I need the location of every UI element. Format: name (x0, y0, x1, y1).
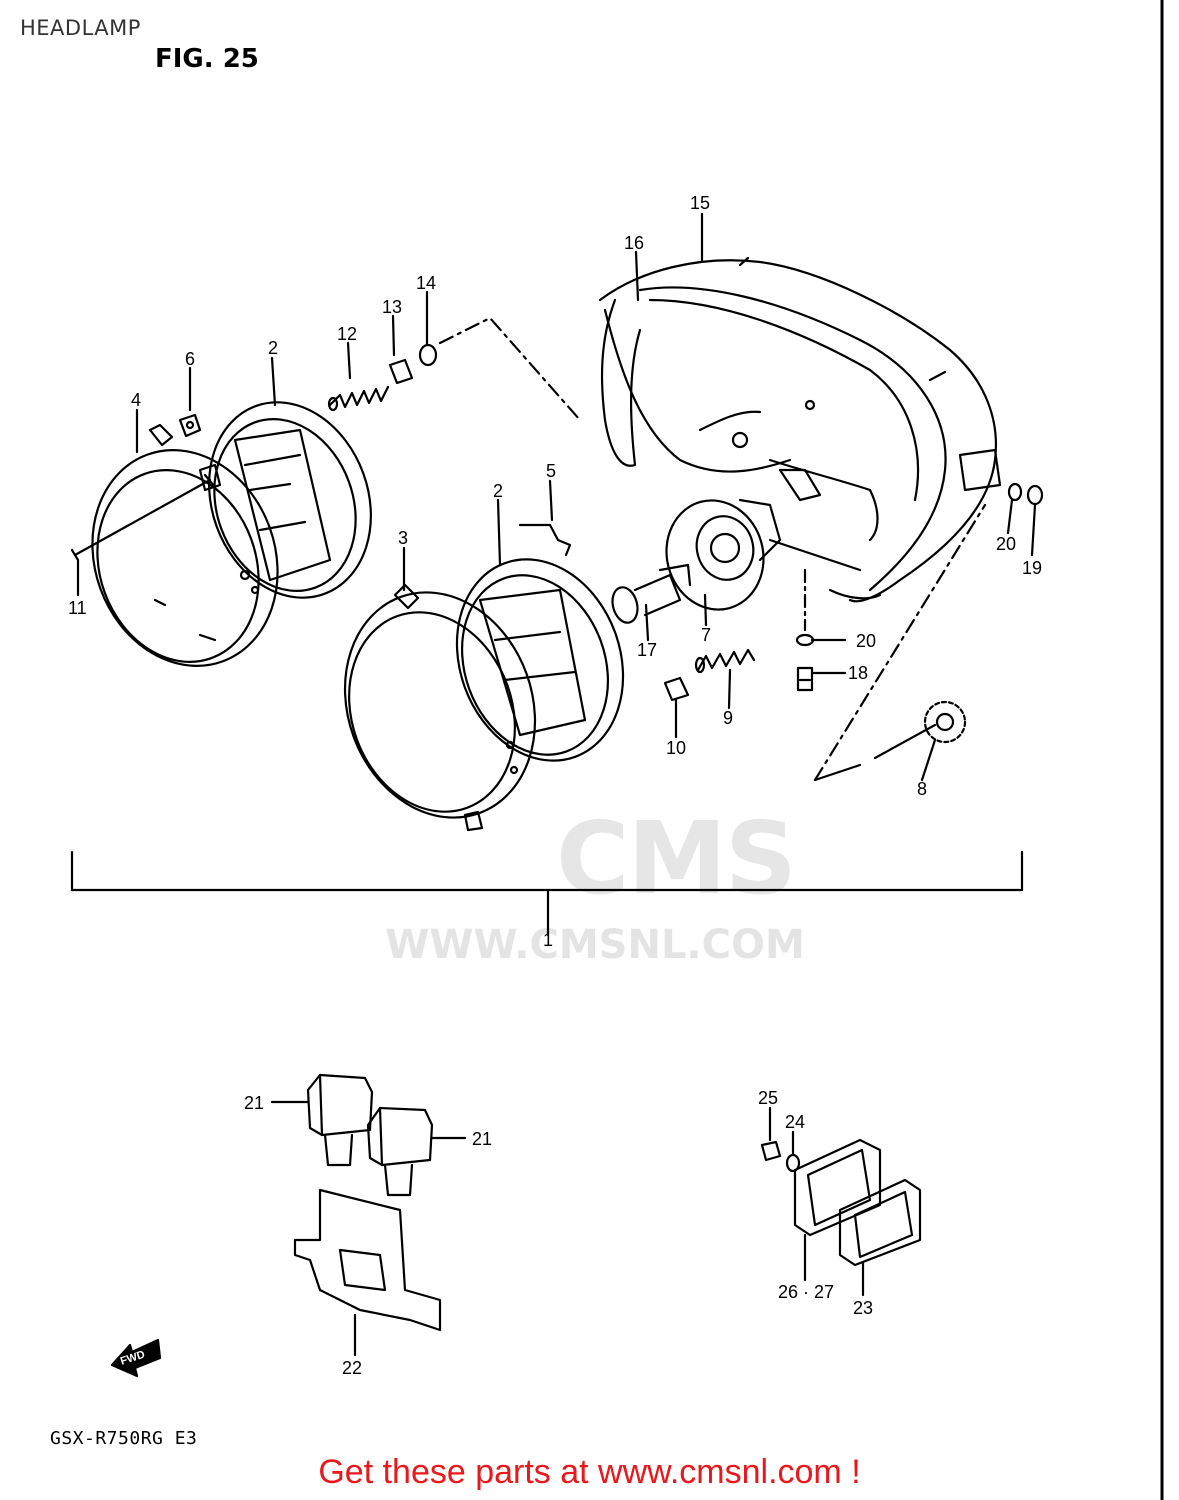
relay-lower (366, 1106, 434, 1197)
washer-right (1007, 482, 1023, 502)
page-heading: HEADLAMP (20, 16, 141, 40)
assembly-bracket (70, 850, 1024, 937)
callout-24: 24 (785, 1112, 805, 1132)
screw-19 (1026, 484, 1044, 506)
callout-11: 11 (68, 598, 87, 618)
relay-upper (306, 1073, 374, 1167)
adjuster-nut-upper (388, 358, 414, 385)
callout-13: 13 (382, 297, 402, 317)
callout-14: 14 (416, 273, 436, 293)
callout-8: 8 (917, 779, 927, 799)
figure-label: FIG. 25 (155, 44, 259, 74)
callout-9: 9 (723, 708, 733, 728)
reflector-gasket (793, 1138, 882, 1237)
headlamp-rim-rear (91, 423, 279, 667)
footer-link[interactable]: Get these parts at www.cmsnl.com ! (318, 1453, 861, 1491)
model-code: GSX-R750RG E3 (50, 1428, 198, 1449)
rim-screw (70, 473, 217, 562)
leader-line-upper (438, 316, 582, 422)
callout-6: 6 (185, 349, 195, 369)
callout-20-lower: 20 (856, 631, 876, 651)
relay-bracket (293, 1188, 442, 1357)
rim-nut (178, 413, 202, 438)
callout-19: 19 (1022, 558, 1042, 578)
headlamp-lens-rear (208, 401, 372, 599)
callout-21-upper: 21 (244, 1093, 264, 1113)
callout-23: 23 (853, 1298, 873, 1318)
callout-22: 22 (342, 1358, 362, 1378)
callout-7: 7 (701, 625, 711, 645)
callout-2-front: 2 (493, 481, 503, 501)
adjuster-spring-lower (694, 648, 756, 674)
adjuster-spring-upper (327, 385, 390, 412)
adjuster-nut-lower (663, 676, 690, 702)
adjuster-cap-upper (418, 343, 438, 367)
callout-3: 3 (398, 528, 408, 548)
callout-25: 25 (758, 1088, 778, 1108)
callout-18: 18 (848, 663, 868, 683)
adjuster-screw-gear (873, 700, 967, 760)
callout-4: 4 (131, 390, 141, 410)
callout-2-rear: 2 (268, 338, 278, 358)
reflector-washer (785, 1153, 801, 1173)
callout-17: 17 (637, 640, 657, 660)
wire-clip (518, 523, 572, 557)
callout-20-right: 20 (996, 534, 1016, 554)
washer-lower (795, 633, 815, 647)
callout-21-lower: 21 (472, 1129, 492, 1149)
callout-16: 16 (624, 233, 644, 253)
reflector-nut (760, 1140, 782, 1162)
headlamp-housing (598, 256, 1002, 603)
bolt-18 (796, 666, 814, 692)
callout-5: 5 (546, 461, 556, 481)
callout-10: 10 (666, 738, 686, 758)
leader-line-right (813, 503, 987, 782)
bulb-socket (665, 498, 782, 611)
headlamp-rim-front (343, 583, 537, 832)
headlamp-bulb (611, 563, 692, 624)
headlamp-lens-front (455, 558, 625, 762)
callout-26-27: 26 · 27 (778, 1282, 834, 1302)
callout-12: 12 (337, 324, 357, 344)
watermark-logo: CMS (556, 800, 797, 917)
fwd-arrow (110, 1338, 162, 1378)
callout-1: 1 (543, 930, 553, 950)
callout-15: 15 (690, 193, 710, 213)
reflector-lens (838, 1178, 922, 1267)
watermark-url: WWW.CMSNL.COM (385, 922, 805, 968)
